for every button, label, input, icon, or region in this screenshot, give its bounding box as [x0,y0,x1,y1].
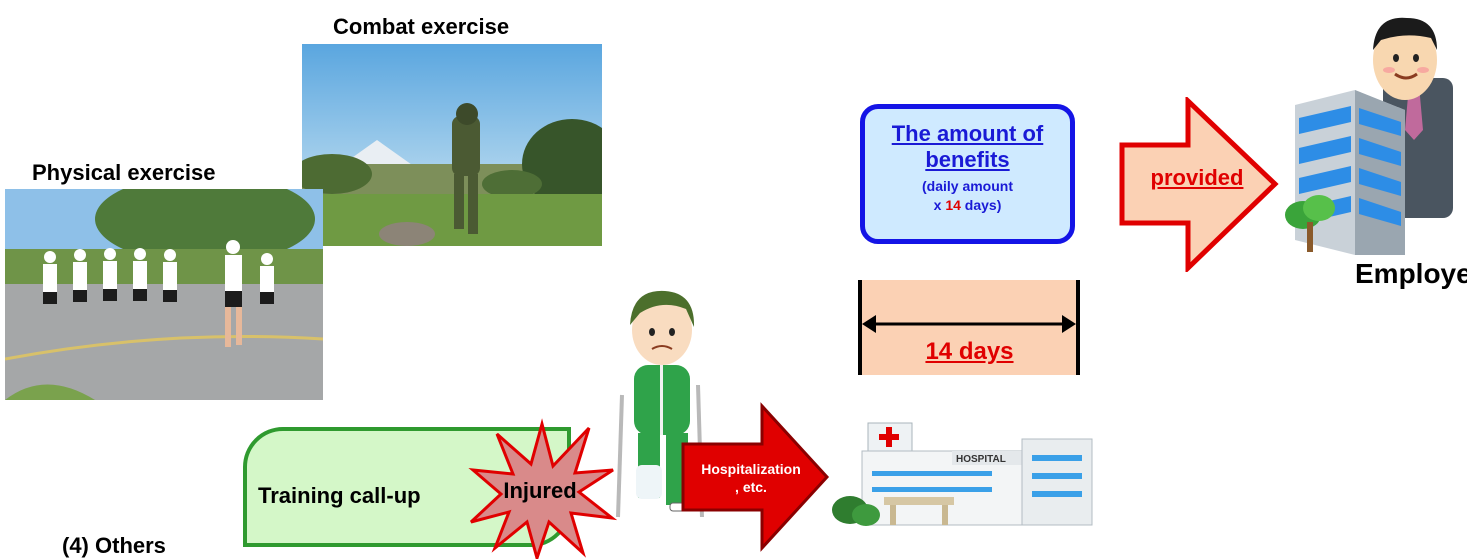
days-start-bar [858,280,862,375]
training-callup-label: Training call-up [258,483,421,508]
injured-label: Injured [503,478,577,503]
combat-exercise-photo [302,44,602,246]
injured-burst-icon [468,418,617,559]
hospital-sign-text: HOSPITAL [956,454,1006,465]
hospitalization-arrow [681,402,830,552]
employer-label: Employer [1355,258,1467,289]
benefit-amount-box: The amount of benefits (daily amount x 1… [860,104,1075,244]
benefit-title-line1: The amount of [891,121,1044,146]
hospitalization-label: Hospitalization , etc. [680,460,822,496]
combat-exercise-caption: Combat exercise [333,14,510,39]
benefit-sub-line1: (daily amount [921,178,1013,194]
provided-arrow [1119,97,1279,272]
benefit-title-line2: benefits [925,147,1010,172]
physical-exercise-caption: Physical exercise [32,160,216,185]
employer-building-icon [1285,17,1453,255]
benefit-sub-suffix: days) [964,197,1002,213]
days-period-panel [860,280,1079,375]
hospitalization-line1: Hospitalization [701,461,801,477]
days-double-arrow [862,315,1076,333]
hospital-building-icon: HOSPITAL [832,422,1093,526]
hospitalization-line2: , etc. [735,479,767,495]
days-label: 14 days [925,338,1014,365]
benefit-sub-line2: x 14 days) [865,196,1070,215]
section-label: (4) Others [62,533,166,558]
provided-label: provided [1150,165,1244,190]
physical-exercise-photo [5,189,323,400]
benefit-sub-prefix: x [933,197,942,213]
benefit-sub-number: 14 [945,197,961,213]
days-end-bar [1076,280,1080,375]
